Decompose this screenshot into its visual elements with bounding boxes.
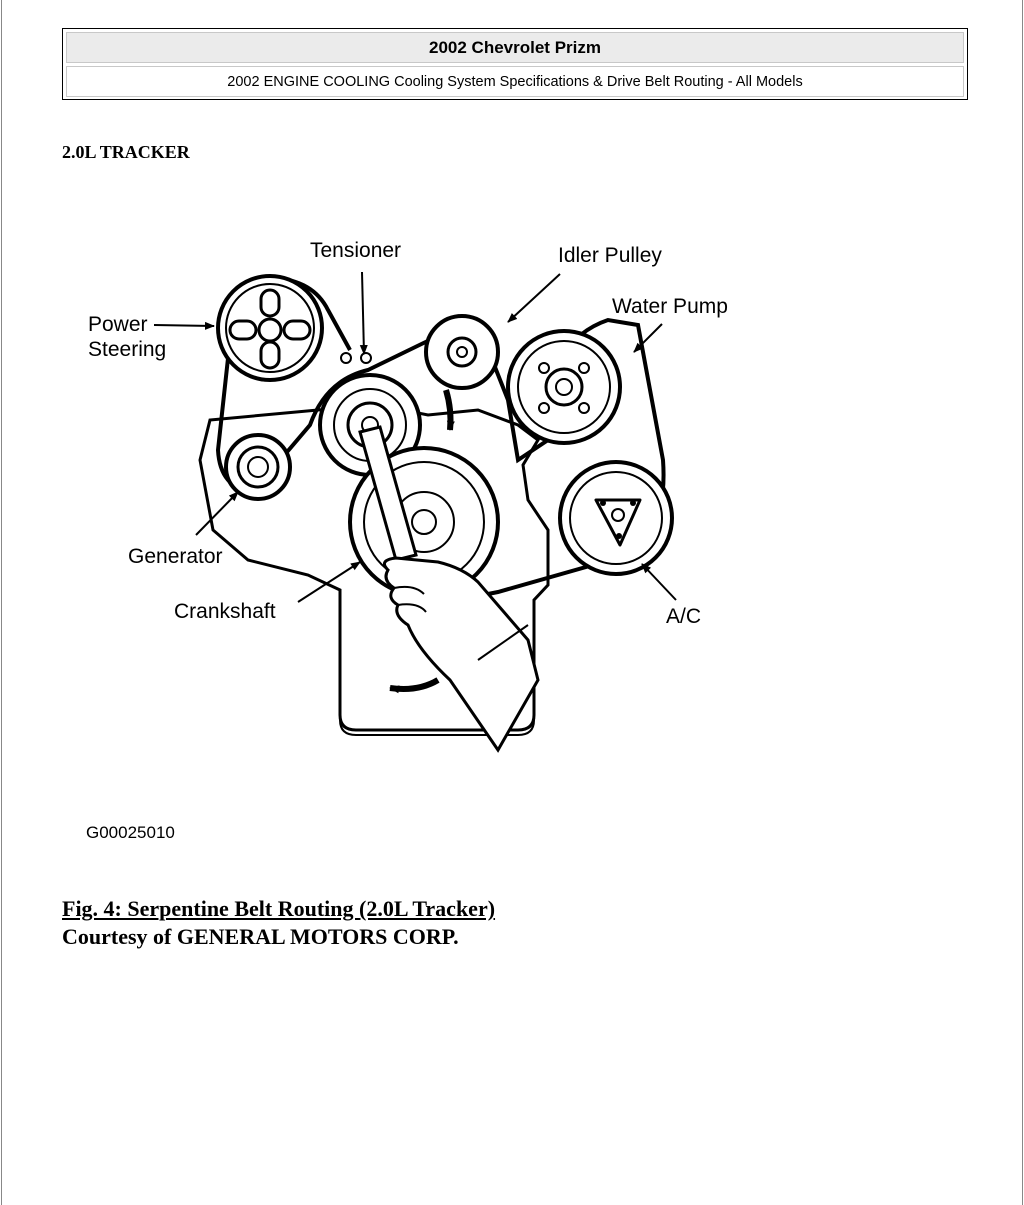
label-water-pump: Water Pump [612, 295, 728, 318]
crank-rotation-arrow [389, 677, 440, 694]
figure-caption-credit: Courtesy of GENERAL MOTORS CORP. [62, 924, 459, 949]
document-header: 2002 Chevrolet Prizm 2002 ENGINE COOLING… [62, 28, 968, 100]
belt-direction-arrow [443, 389, 455, 431]
label-idler-pulley: Idler Pulley [558, 244, 662, 267]
document-subtitle: 2002 ENGINE COOLING Cooling System Speci… [66, 66, 964, 97]
label-ac: A/C [666, 605, 701, 628]
hand [382, 556, 540, 753]
page-edge-right [1022, 0, 1023, 1205]
label-crankshaft: Crankshaft [174, 600, 276, 623]
figure-caption-title[interactable]: Fig. 4: Serpentine Belt Routing (2.0L Tr… [62, 896, 496, 921]
oil-pan [339, 610, 535, 736]
section-heading: 2.0L TRACKER [62, 142, 190, 162]
label-tensioner: Tensioner [310, 239, 401, 262]
vehicle-title: 2002 Chevrolet Prizm [66, 32, 964, 63]
page-edge-left [1, 0, 2, 1205]
power-steering-pulley [216, 274, 324, 382]
belt-routing-diagram: Tensioner Idler Pulley Water Pump Power … [86, 239, 728, 842]
generator-pulley [224, 433, 292, 501]
label-power: Power [88, 313, 148, 336]
idler-pulley [424, 314, 500, 390]
label-generator: Generator [128, 545, 223, 568]
label-steering: Steering [88, 338, 166, 361]
water-pump-pulley [506, 329, 622, 445]
belt-routing-figure: Tensioner Idler Pulley Water Pump Power … [78, 230, 758, 850]
wrench [358, 425, 418, 562]
ac-compressor-pulley [558, 460, 674, 576]
figure-code: G00025010 [86, 823, 175, 842]
